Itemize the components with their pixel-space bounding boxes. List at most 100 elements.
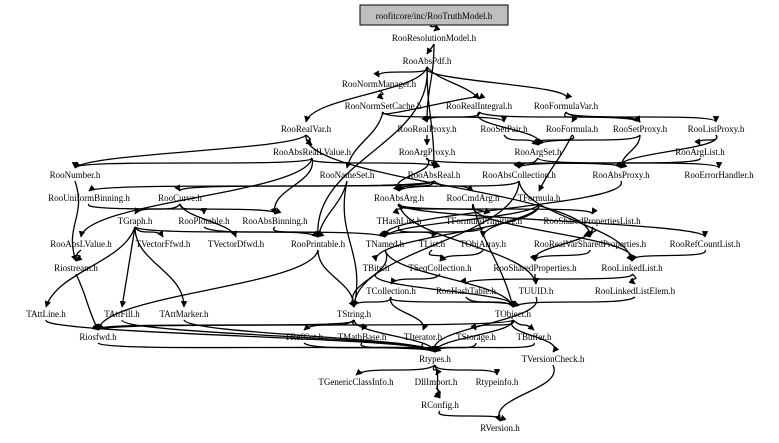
node-label: RooListProxy.h xyxy=(688,124,745,134)
edge-tbuffer-to-rtypes xyxy=(429,342,535,353)
node-rooabsreal-h[interactable]: RooAbsReal.h xyxy=(408,170,461,180)
node-roorefcountlist-h[interactable]: RooRefCountList.h xyxy=(670,239,741,249)
node-roonameset-h[interactable]: RooNameSet.h xyxy=(320,170,375,180)
node-label: RooArgList.h xyxy=(675,147,725,157)
node-roorealproxy-h[interactable]: RooRealProxy.h xyxy=(397,124,457,134)
node-riosfwd-h[interactable]: Riosfwd.h xyxy=(79,332,117,342)
edge-linkedelem-to-tobject xyxy=(512,296,636,308)
node-label: RooFormulaVar.h xyxy=(534,101,599,111)
edge-cmdarg-to-linkedlist xyxy=(472,203,638,262)
node-roocmdarg-h[interactable]: RooCmdArg.h xyxy=(446,193,500,203)
node-rtypeinfo-h[interactable]: Rtypeinfo.h xyxy=(476,377,519,387)
node-tnamed-h[interactable]: TNamed.h xyxy=(366,239,405,249)
node-roolinkedlistelem-h[interactable]: RooLinkedListElem.h xyxy=(595,286,676,296)
edge-realint-to-realproxy xyxy=(421,111,480,123)
node-tgenericclassinfo-h[interactable]: TGenericClassInfo.h xyxy=(318,377,394,387)
node-rooargset-h[interactable]: RooArgSet.h xyxy=(514,147,562,157)
node-rooabslvalue-h[interactable]: RooAbsLValue.h xyxy=(50,239,112,249)
node-rooabspdf-h[interactable]: RooAbsPdf.h xyxy=(403,56,452,66)
node-tvectordfwd-h[interactable]: TVectorDfwd.h xyxy=(208,239,265,249)
node-label: TUUID.h xyxy=(519,286,554,296)
node-roonormmanager-h[interactable]: RooNormManager.h xyxy=(342,79,417,89)
node-trefcnt-h[interactable]: TRefCnt.h xyxy=(285,332,324,342)
node-rooformula-h[interactable]: RooFormula.h xyxy=(546,124,599,134)
node-label: roofitcore/inc/RooTruthModel.h xyxy=(376,11,493,21)
node-rooargproxy-h[interactable]: RooArgProxy.h xyxy=(399,147,456,157)
node-tattfill-h[interactable]: TAttFill.h xyxy=(104,309,140,319)
edge-formula-to-argset xyxy=(531,134,575,146)
node-rooabsbinning-h[interactable]: RooAbsBinning.h xyxy=(242,216,308,226)
node-tgraph-h[interactable]: TGraph.h xyxy=(118,216,153,226)
node-rooplotable-h[interactable]: RooPlotable.h xyxy=(178,216,230,226)
node-roonumber-h[interactable]: RooNumber.h xyxy=(50,170,101,180)
node-rversion-h[interactable]: RVersion.h xyxy=(480,423,520,433)
node-tuuid-h[interactable]: TUUID.h xyxy=(519,286,554,296)
node-tformulaprimitive-h[interactable]: TFormulaPrimitive.h xyxy=(446,216,523,226)
node-tattmarker-h[interactable]: TAttMarker.h xyxy=(159,309,209,319)
node-roosharedproperties-h[interactable]: RooSharedProperties.h xyxy=(493,263,577,273)
node-roorealintegral-h[interactable]: RooRealIntegral.h xyxy=(446,101,513,111)
node-rooabsreallvalue-h[interactable]: RooAbsRealLValue.h xyxy=(273,147,351,157)
node-rooabscollection-h[interactable]: RooAbsCollection.h xyxy=(482,170,556,180)
edge-setproxy-to-argset xyxy=(537,134,641,146)
node-tobject-h[interactable]: TObject.h xyxy=(495,309,532,319)
node-tstorage-h[interactable]: TStorage.h xyxy=(456,332,496,342)
node-tstring-h[interactable]: TString.h xyxy=(337,309,372,319)
node-label: RooErrorHandler.h xyxy=(684,170,754,180)
node-roorealvarsharedproperties-h[interactable]: RooRealVarSharedProperties.h xyxy=(534,239,647,249)
node-label: TBuffer.h xyxy=(516,332,552,342)
node-tattline-h[interactable]: TAttLine.h xyxy=(26,309,66,319)
node-roolinkedlist-h[interactable]: RooLinkedList.h xyxy=(601,263,663,273)
edge-tuuid-to-rtypes xyxy=(429,296,538,353)
node-tvectorffwd-h[interactable]: TVectorFfwd.h xyxy=(136,239,191,249)
edge-tseqcoll-to-tcollection xyxy=(390,273,441,285)
node-roosetpair-h[interactable]: RooSetPair.h xyxy=(480,124,528,134)
node-rooarglist-h[interactable]: RooArgList.h xyxy=(675,147,725,157)
edge-riosfwd-to-rtypes xyxy=(97,342,436,353)
node-label: RooNormManager.h xyxy=(342,79,417,89)
node-tlist-h[interactable]: TList.h xyxy=(419,239,446,249)
edge-tobject-to-tbuffer xyxy=(512,319,535,331)
node-rooabsarg-h[interactable]: RooAbsArg.h xyxy=(374,193,425,203)
node-rooerrorhandler-h[interactable]: RooErrorHandler.h xyxy=(684,170,754,180)
edge-rtypes-to-rtypeinfo xyxy=(434,364,501,376)
edge-rconfig-to-rversion xyxy=(438,410,507,422)
node-tseqcollection-h[interactable]: TSeqCollection.h xyxy=(408,263,472,273)
node-label: RooCurve.h xyxy=(158,193,202,203)
node-tmathbase-h[interactable]: TMathBase.h xyxy=(338,332,387,342)
node-tversioncheck-h[interactable]: TVersionCheck.h xyxy=(522,354,585,364)
edge-absreallv-to-abslv xyxy=(78,157,313,238)
node-roolistproxy-h[interactable]: RooListProxy.h xyxy=(688,124,745,134)
node-dllimport-h[interactable]: DllImport.h xyxy=(415,377,458,387)
node-tformula-h[interactable]: TFormula.h xyxy=(518,193,561,203)
node-rtypes-h[interactable]: Rtypes.h xyxy=(419,354,451,364)
node-tcollection-h[interactable]: TCollection.h xyxy=(366,286,416,296)
node-roosharedpropertieslist-h[interactable]: RooSharedPropertiesList.h xyxy=(543,216,641,226)
node-label: TBits.h xyxy=(363,263,390,273)
node-roosetproxy-h[interactable]: RooSetProxy.h xyxy=(613,124,668,134)
node-riostream-h[interactable]: Riostream.h xyxy=(54,263,98,273)
node-roorealvar-h[interactable]: RooRealVar.h xyxy=(281,124,332,134)
node-thashlist-h[interactable]: THashList.h xyxy=(377,216,422,226)
node-roocurve-h[interactable]: RooCurve.h xyxy=(158,193,202,203)
node-tbits-h[interactable]: TBits.h xyxy=(363,263,390,273)
node-rconfig-h[interactable]: RConfig.h xyxy=(421,400,459,410)
edge-pdf-to-formvar xyxy=(426,66,573,100)
node-label: RooSharedProperties.h xyxy=(493,263,577,273)
edge-unifbin-to-absbin xyxy=(88,203,282,215)
node-tobjarray-h[interactable]: TObjArray.h xyxy=(460,239,506,249)
node-roofitcore-inc-rootruthmodel-h[interactable]: roofitcore/inc/RooTruthModel.h xyxy=(359,4,509,26)
edge-tformula-to-tnamed xyxy=(384,203,540,238)
node-roohashtable-h[interactable]: RooHashTable.h xyxy=(436,286,497,296)
node-rooprintable-h[interactable]: RooPrintable.h xyxy=(291,239,346,249)
node-roonormsetcache-h[interactable]: RooNormSetCache.h xyxy=(345,101,422,111)
node-titerator-h[interactable]: TIterator.h xyxy=(404,332,443,342)
node-rooabsproxy-h[interactable]: RooAbsProxy.h xyxy=(592,170,650,180)
node-label: THashList.h xyxy=(377,216,422,226)
node-rooresolutionmodel-h[interactable]: RooResolutionModel.h xyxy=(392,33,477,43)
node-rooformulavar-h[interactable]: RooFormulaVar.h xyxy=(534,101,599,111)
node-tbuffer-h[interactable]: TBuffer.h xyxy=(516,332,552,342)
node-label: TVectorDfwd.h xyxy=(208,239,265,249)
node-roouniformbinning-h[interactable]: RooUniformBinning.h xyxy=(48,193,130,203)
node-label: RooArgSet.h xyxy=(514,147,562,157)
